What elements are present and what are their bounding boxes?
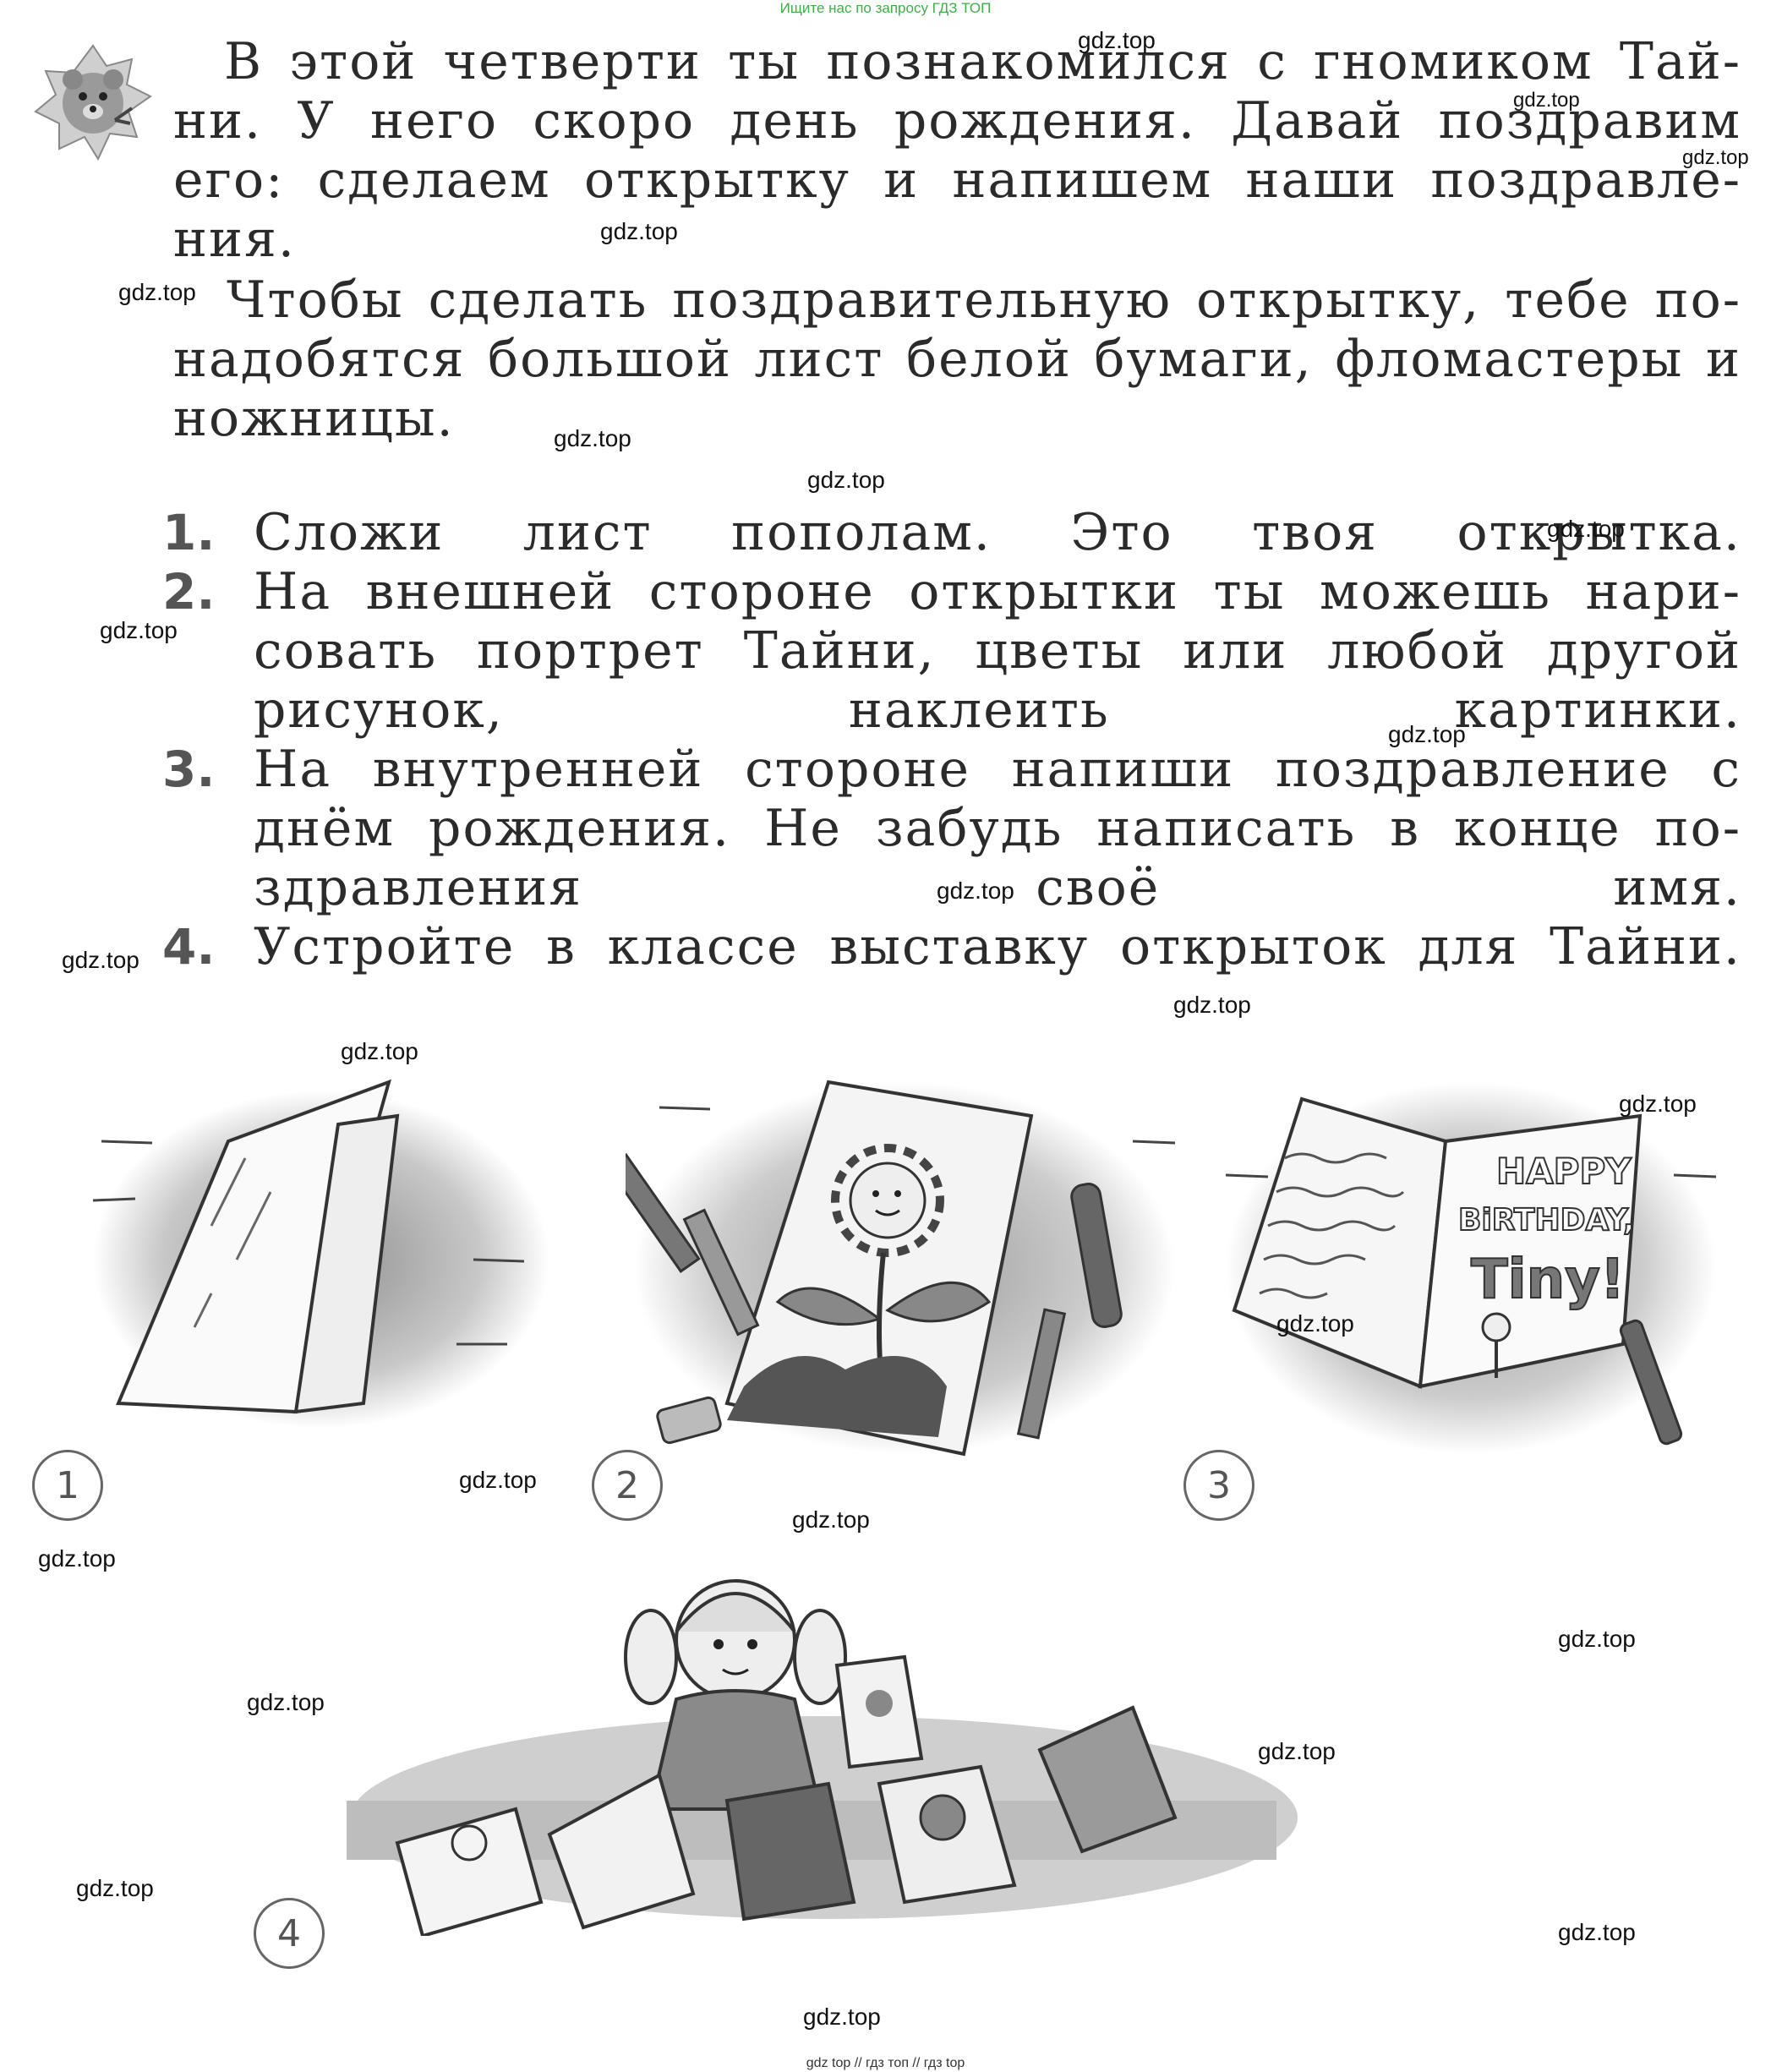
illustration-folded-sheet bbox=[85, 1065, 558, 1454]
watermark: gdz.top bbox=[100, 617, 178, 643]
step-line: совать портрет Тайни, цветы или любой др… bbox=[254, 621, 1741, 681]
materials-paragraph: Чтобы сделать поздравительную открытку, … bbox=[227, 271, 1741, 330]
watermark: gdz.top bbox=[38, 1545, 116, 1572]
illustration-label: 2 bbox=[592, 1450, 663, 1521]
step-number: 2. bbox=[162, 563, 216, 621]
watermark: gdz.top bbox=[554, 425, 631, 451]
watermark: gdz.top bbox=[1558, 1919, 1636, 1945]
materials-line: Чтобы сделать поздравительную открытку, … bbox=[227, 271, 1741, 330]
search-hint[interactable]: Ищите нас по запросу ГДЗ ТОП bbox=[779, 0, 992, 16]
step-line: днём рождения. Не забудь написать в конц… bbox=[254, 799, 1741, 858]
watermark: gdz.top bbox=[1619, 1091, 1697, 1117]
intro-paragraph: В этой четверти ты познакомился с гномик… bbox=[173, 32, 1741, 91]
step-1-text: Сложи лист пополам. Это твоя открытка. bbox=[254, 503, 1741, 562]
step-number: 4. bbox=[162, 918, 216, 976]
step-line: На внешней стороне открытки ты можешь на… bbox=[254, 562, 1741, 621]
watermark: gdz.top bbox=[1173, 992, 1251, 1018]
step-line: Устройте в классе выставку открыток для … bbox=[254, 917, 1741, 976]
watermark: gdz.top bbox=[1078, 27, 1156, 53]
watermark: gdz.top bbox=[1682, 146, 1749, 169]
step-line: Сложи лист пополам. Это твоя открытка. bbox=[254, 503, 1741, 562]
bear-activity-icon bbox=[34, 44, 152, 162]
watermark: gdz.top bbox=[1547, 516, 1625, 542]
watermark: gdz.top bbox=[62, 947, 139, 973]
illustration-label: 1 bbox=[32, 1450, 103, 1521]
step-line: рисунок, наклеить картинки. bbox=[254, 681, 1741, 740]
step-number: 1. bbox=[162, 504, 216, 561]
intro-line: В этой четверти ты познакомился с гномик… bbox=[224, 32, 1741, 91]
watermark: gdz.top bbox=[1258, 1738, 1336, 1764]
footer-links[interactable]: gdz top // гдз топ // гдз top bbox=[806, 2056, 965, 2070]
watermark: gdz.top bbox=[341, 1038, 418, 1064]
card-text-happy: HAPPY bbox=[1496, 1151, 1632, 1192]
card-text-birthday: BiRTHDAY, bbox=[1458, 1203, 1635, 1238]
watermark: gdz.top bbox=[600, 218, 678, 244]
step-2-text: На внешней стороне открытки ты можешь на… bbox=[254, 562, 1741, 740]
step-3-text: На внутренней стороне напиши поздравлени… bbox=[254, 740, 1741, 917]
illustration-label: 4 bbox=[254, 1898, 325, 1969]
step-4-text: Устройте в классе выставку открыток для … bbox=[254, 917, 1741, 976]
illustration-drawing-card bbox=[606, 1065, 1183, 1471]
intro-line: ния. bbox=[173, 210, 296, 269]
materials-paragraph-cont: надобятся большой лист белой бумаги, фло… bbox=[173, 330, 1741, 448]
watermark: gdz.top bbox=[792, 1506, 870, 1533]
watermark: gdz.top bbox=[1388, 721, 1466, 747]
watermark: gdz.top bbox=[1513, 89, 1580, 112]
watermark: gdz.top bbox=[807, 467, 885, 493]
intro-line: его: сделаем открытку и напишем наши поз… bbox=[173, 150, 1741, 210]
watermark: gdz.top bbox=[937, 877, 1014, 904]
intro-paragraph-cont: ни. У него скоро день рождения. Давай по… bbox=[173, 91, 1741, 269]
card-text-name: Tiny! bbox=[1471, 1249, 1625, 1311]
watermark: gdz.top bbox=[76, 1875, 154, 1901]
watermark: gdz.top bbox=[247, 1689, 325, 1715]
watermark: gdz.top bbox=[1558, 1626, 1636, 1652]
materials-line: ножницы. bbox=[173, 389, 455, 448]
step-number: 3. bbox=[162, 741, 216, 798]
watermark: gdz.top bbox=[118, 279, 196, 305]
step-line: здравления своё имя. bbox=[254, 858, 1741, 917]
step-line: На внутренней стороне напиши поздравлени… bbox=[254, 740, 1741, 799]
materials-line: надобятся большой лист белой бумаги, фло… bbox=[173, 330, 1741, 389]
illustration-open-card: HAPPY BiRTHDAY, Tiny! bbox=[1217, 1065, 1725, 1471]
illustration-label: 3 bbox=[1183, 1450, 1254, 1521]
watermark: gdz.top bbox=[1276, 1310, 1354, 1337]
watermark: gdz.top bbox=[803, 2004, 881, 2030]
intro-line: ни. У него скоро день рождения. Давай по… bbox=[173, 91, 1741, 150]
illustration-card-exhibition bbox=[338, 1564, 1310, 1938]
watermark: gdz.top bbox=[459, 1467, 537, 1493]
